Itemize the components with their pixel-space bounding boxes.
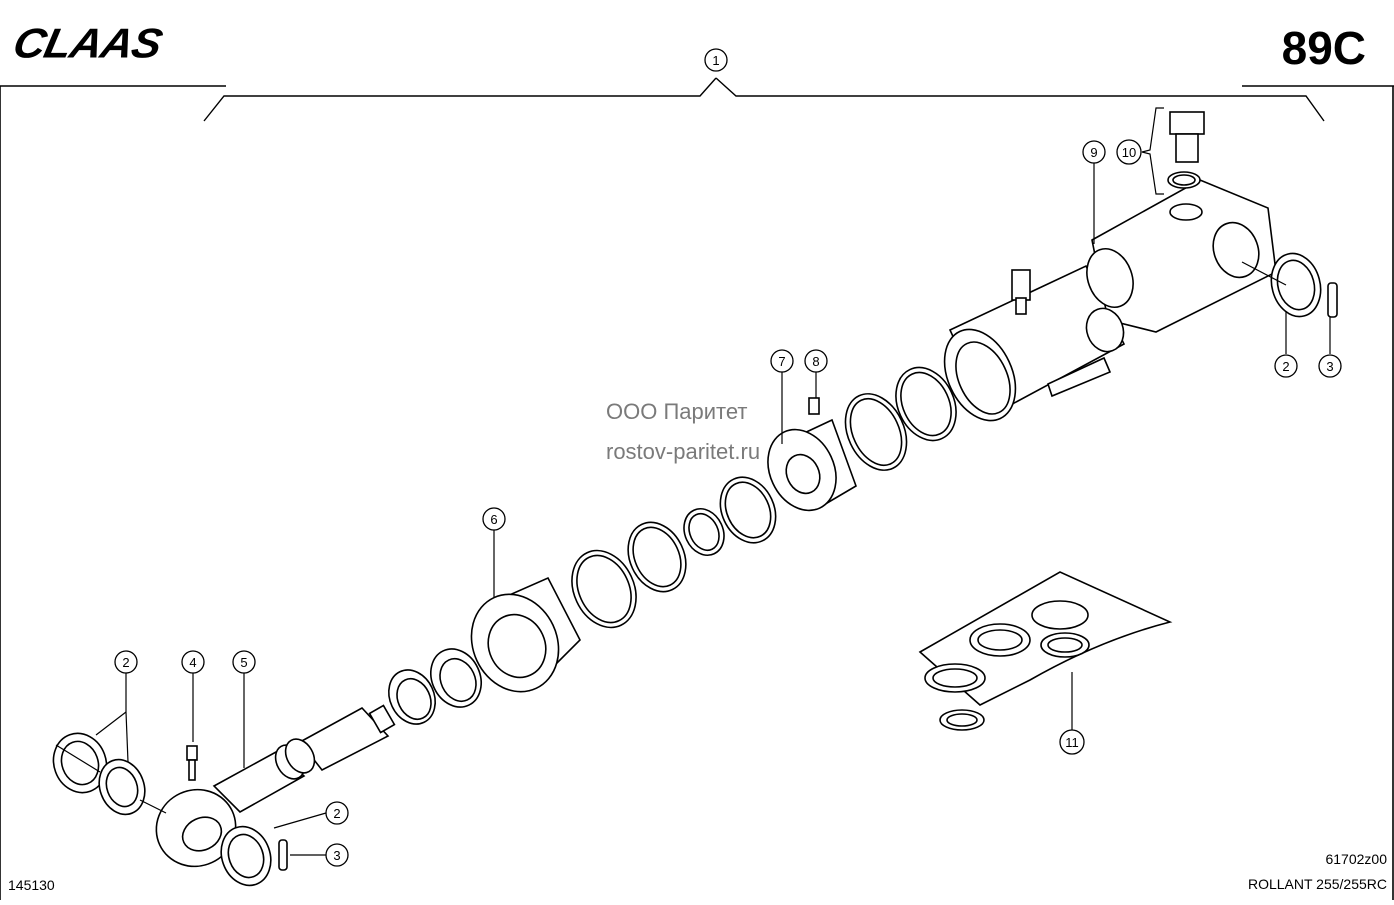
svg-text:10: 10 [1122,145,1136,160]
callout-3-bottom: 3 [325,843,349,867]
svg-text:7: 7 [778,354,785,369]
svg-text:8: 8 [812,354,819,369]
piston-part-7 [767,397,857,512]
callout-6: 6 [482,507,506,531]
page-code: 89C [1281,22,1366,74]
svg-text:4: 4 [189,655,196,670]
watermark-company: ООО Паритет [606,399,748,424]
svg-text:3: 3 [1326,359,1333,374]
callout-3-right: 3 [1318,354,1342,378]
callout-4: 4 [181,650,205,674]
callout-7: 7 [770,349,794,373]
callout-11: 11 [1059,729,1085,755]
svg-text:6: 6 [490,512,497,527]
brand-logo: CLAAS [9,20,166,67]
seal-rings-right [844,366,957,471]
callout-markers: 1 2 4 5 2 3 6 7 8 9 10 2 3 11 [114,48,1342,867]
cylinder-head-part-9 [1085,179,1277,353]
seal-rings-middle [571,476,777,629]
cylinder-barrel [943,264,1126,422]
footer-left-code: 145130 [8,877,55,893]
svg-text:9: 9 [1090,145,1097,160]
head-ring-and-pin [1270,252,1338,318]
fitting-part-10 [1167,111,1205,189]
callout-2-right: 2 [1274,354,1298,378]
svg-text:5: 5 [240,655,247,670]
callout-2-bottom: 2 [325,801,349,825]
callout-2-left: 2 [114,650,138,674]
watermark-url: rostov-paritet.ru [606,439,761,464]
svg-text:11: 11 [1065,735,1079,750]
callout-5: 5 [232,650,256,674]
callout-8: 8 [804,349,828,373]
callout-9: 9 [1082,140,1106,164]
frame-lines [0,85,1394,900]
footer-drawing-code: 61702z00 [1325,851,1387,867]
svg-text:2: 2 [122,655,129,670]
svg-text:2: 2 [1282,359,1289,374]
footer-model: ROLLANT 255/255RC [1247,876,1387,892]
callout-1: 1 [704,48,728,72]
svg-text:1: 1 [712,53,719,68]
leader-lines [55,107,1331,856]
callout-10: 10 [1116,139,1142,165]
svg-text:3: 3 [333,848,340,863]
gland-part-6 [470,576,581,693]
seal-kit-part-11 [918,571,1173,731]
svg-text:2: 2 [333,806,340,821]
rod-eye-group [52,704,396,887]
seal-stack [388,648,482,725]
assembly-bracket [203,77,1325,122]
